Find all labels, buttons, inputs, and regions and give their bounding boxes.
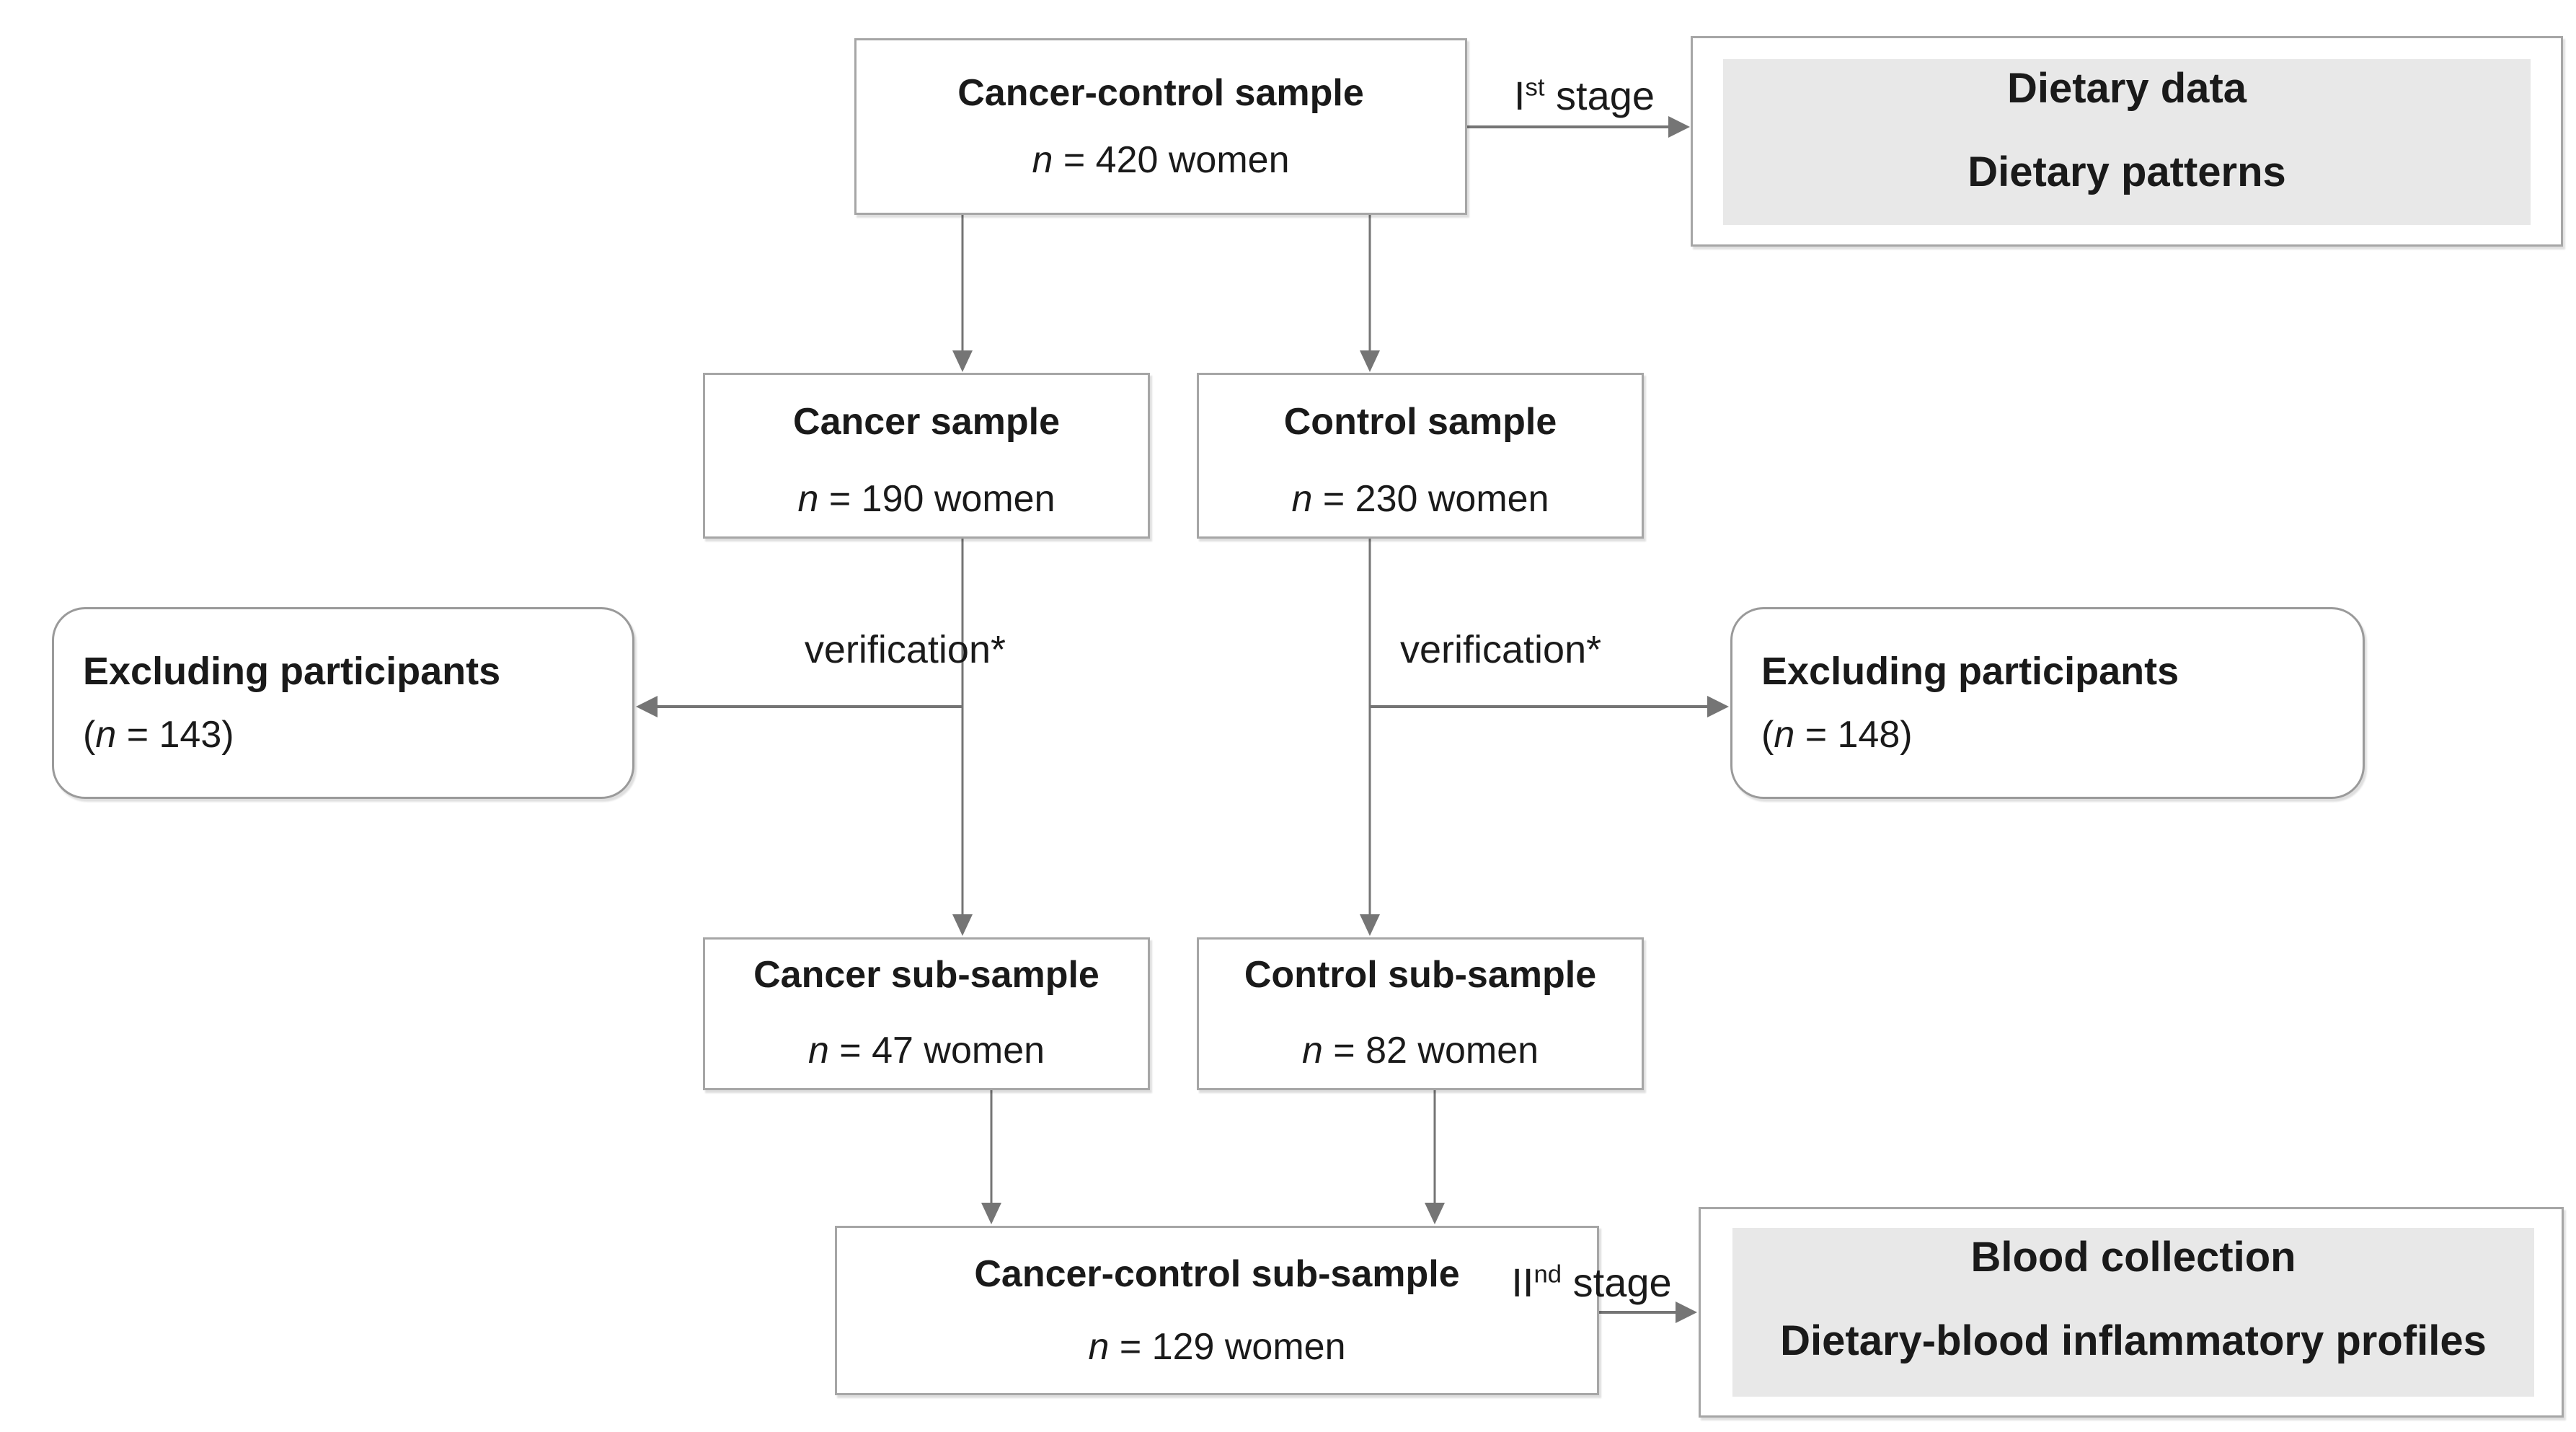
panel-line-dietary-data: Dietary data <box>2006 65 2247 112</box>
node-excluding-left: Excluding participants (n = 143) <box>52 607 634 799</box>
paren-open: ( <box>83 714 96 756</box>
arrowhead-control-sub <box>1360 914 1380 936</box>
node-title: Control sub-sample <box>1244 954 1597 996</box>
n-symbol: n <box>1032 138 1053 181</box>
arrowhead-cancer-sub <box>952 914 973 936</box>
n-symbol: n <box>1774 714 1795 756</box>
node-title: Cancer sub-sample <box>753 954 1099 996</box>
count-text: = 148) <box>1794 714 1913 756</box>
node-count: n = 190 women <box>797 479 1055 519</box>
arrowhead-blood-panel <box>1676 1301 1697 1323</box>
stage2-sup: nd <box>1533 1260 1562 1289</box>
arrowhead-dietary-panel <box>1668 116 1690 138</box>
arrowhead-excluding-left <box>636 696 658 717</box>
n-symbol: n <box>95 714 117 756</box>
n-symbol: n <box>797 478 819 520</box>
panel-line-blood-collection: Blood collection <box>1970 1234 2296 1281</box>
node-title: Cancer sample <box>793 401 1060 443</box>
panel-blood-outer: Blood collection Dietary-blood inflammat… <box>1699 1207 2564 1418</box>
node-count: n = 82 women <box>1301 1029 1539 1071</box>
node-excluding-right: Excluding participants (n = 148) <box>1730 607 2365 799</box>
node-count: (n = 143) <box>83 715 234 755</box>
count-text: = 47 women <box>828 1029 1045 1071</box>
count-text: = 143) <box>116 714 234 756</box>
node-cancer-control-sub-sample: Cancer-control sub-sample n = 129 women <box>835 1226 1599 1395</box>
node-count: n = 47 women <box>807 1029 1045 1071</box>
panel-blood: Blood collection Dietary-blood inflammat… <box>1732 1228 2534 1397</box>
n-symbol: n <box>1088 1325 1110 1368</box>
verification-right-label: verification* <box>1400 628 1602 671</box>
node-title: Excluding participants <box>1761 650 2179 694</box>
arrowhead-merge-left <box>981 1203 1001 1224</box>
count-text: = 129 women <box>1109 1325 1346 1368</box>
count-text: = 82 women <box>1322 1029 1539 1071</box>
node-count: n = 420 women <box>1032 138 1290 181</box>
count-text: = 420 women <box>1053 138 1290 181</box>
node-cancer-sub-sample: Cancer sub-sample n = 47 women <box>703 937 1150 1090</box>
stage1-sup: st <box>1525 74 1545 102</box>
node-title: Excluding participants <box>83 650 501 694</box>
node-title: Cancer-control sample <box>957 71 1364 114</box>
node-control-sample: Control sample n = 230 women <box>1197 373 1644 539</box>
stage1-rest: stage <box>1544 73 1655 118</box>
n-symbol: n <box>1291 478 1313 520</box>
panel-dietary-outer: Dietary data Dietary patterns <box>1691 36 2563 247</box>
stage2-rest: stage <box>1562 1260 1672 1305</box>
stage2-numeral: II <box>1511 1260 1534 1305</box>
node-cancer-sample: Cancer sample n = 190 women <box>703 373 1150 539</box>
verification-left-label: verification* <box>804 628 1006 671</box>
node-count: n = 129 women <box>1088 1327 1345 1367</box>
arrowhead-cancer-sample <box>952 350 973 372</box>
panel-line-inflammatory-profiles: Dietary-blood inflammatory profiles <box>1780 1317 2487 1364</box>
node-control-sub-sample: Control sub-sample n = 82 women <box>1197 937 1644 1090</box>
node-title: Control sample <box>1283 401 1557 443</box>
node-cancer-control-sample: Cancer-control sample n = 420 women <box>854 38 1467 215</box>
arrowhead-control-sample <box>1360 350 1380 372</box>
node-count: n = 230 women <box>1291 479 1549 519</box>
n-symbol: n <box>807 1029 829 1071</box>
node-count: (n = 148) <box>1761 715 1913 755</box>
stage2-label: IInd stage <box>1500 1260 1683 1305</box>
node-title: Cancer-control sub-sample <box>974 1252 1460 1295</box>
n-symbol: n <box>1301 1029 1323 1071</box>
panel-line-dietary-patterns: Dietary patterns <box>1968 149 2286 195</box>
panel-dietary: Dietary data Dietary patterns <box>1723 59 2531 225</box>
stage1-numeral: I <box>1513 73 1526 118</box>
count-text: = 190 women <box>818 478 1055 520</box>
arrowhead-merge-right <box>1425 1203 1445 1224</box>
paren-open: ( <box>1761 714 1774 756</box>
stage1-label: Ist stage <box>1503 74 1665 118</box>
arrowhead-excluding-right <box>1707 696 1729 717</box>
count-text: = 230 women <box>1312 478 1549 520</box>
